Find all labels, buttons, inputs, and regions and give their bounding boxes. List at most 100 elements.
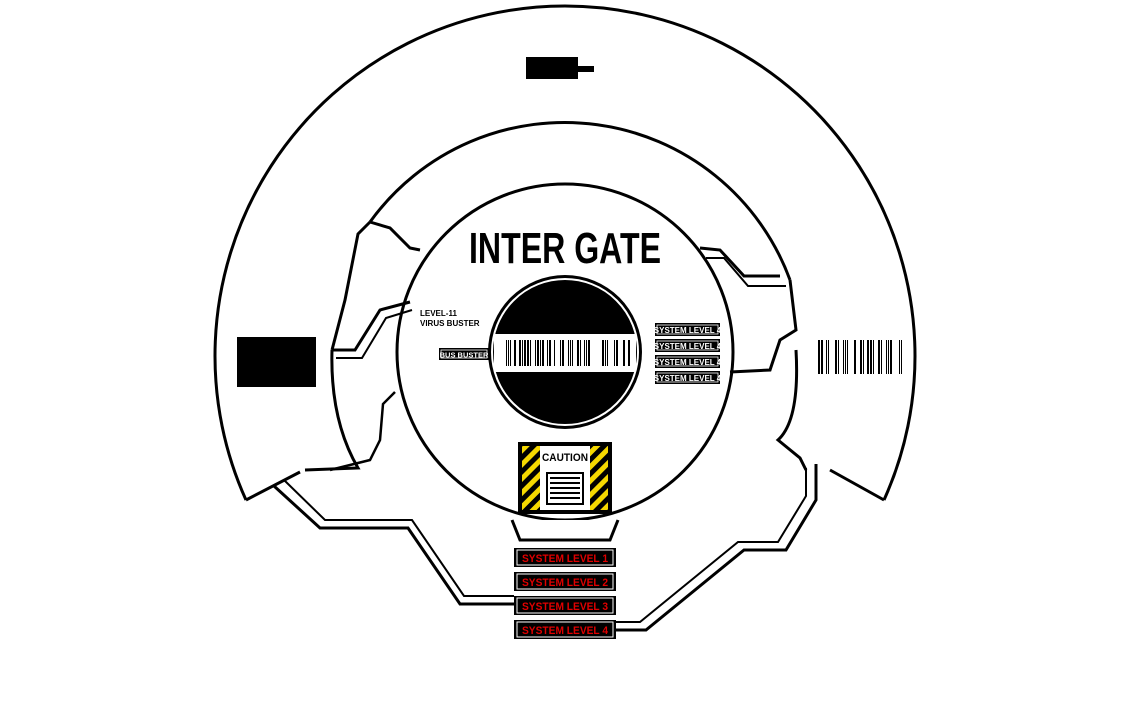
level-11-label: LEVEL-11 [420, 309, 457, 318]
caution-panel-line [550, 482, 580, 484]
trace-left-upper [332, 300, 411, 352]
core-barcode-bg [494, 334, 636, 372]
right-system-level-tags: SYSTEM LEVEL 4 SYSTEM LEVEL 4 SYSTEM LEV… [654, 323, 722, 384]
virus-buster-label: VIRUS BUSTER [420, 319, 480, 328]
right-tag-2: SYSTEM LEVEL 4 [654, 342, 722, 351]
trace-left-1 [272, 484, 514, 606]
barcode-bar [514, 340, 516, 366]
barcode-bar [886, 340, 887, 374]
trace-right-upper [699, 246, 780, 278]
caution-door: CAUTION [518, 442, 612, 514]
barcode-bar [863, 340, 864, 374]
right-tag-1: SYSTEM LEVEL 4 [654, 326, 722, 335]
barcode-bar [527, 340, 529, 366]
barcode-bar [530, 340, 531, 366]
trace-left-upper-2 [336, 309, 413, 359]
barcode-bar [616, 340, 618, 366]
core-barcode [506, 340, 630, 366]
left-block [237, 337, 316, 387]
barcode-bar [584, 340, 585, 366]
outer-ring-right-edge [829, 468, 885, 502]
barcode-bar [901, 340, 902, 374]
inner-exit [510, 519, 620, 542]
barcode-bar [537, 340, 539, 366]
barcode-bar [881, 340, 882, 374]
right-tag-3: SYSTEM LEVEL 4 [654, 358, 722, 367]
barcode-bar [549, 340, 551, 366]
barcode-bar [826, 340, 827, 374]
barcode-bar [562, 340, 564, 366]
barcode-bar [873, 340, 874, 374]
barcode-bar [554, 340, 555, 366]
barcode-bar [602, 340, 604, 366]
barcode-bar [860, 340, 862, 374]
barcode-bar [605, 340, 606, 366]
barcode-bar [870, 340, 872, 374]
caution-panel-lines [550, 477, 580, 499]
barcode-bar [572, 340, 573, 366]
barcode-bar [845, 340, 846, 374]
caution-panel-line [550, 497, 580, 499]
barcode-bar [580, 340, 581, 366]
barcode-bar [547, 340, 548, 366]
caution-panel-line [550, 477, 580, 479]
system-level-stack: SYSTEM LEVEL 1 SYSTEM LEVEL 2 SYSTEM LEV… [514, 548, 616, 639]
barcode-bar [821, 340, 823, 374]
barcode-bar [607, 340, 608, 366]
barcode-bar [628, 340, 630, 366]
barcode-bar [890, 340, 892, 374]
barcode-bar [614, 340, 615, 366]
barcode-bar [847, 340, 848, 374]
barcode-bar [519, 340, 521, 366]
outer-ring [213, 4, 917, 501]
trace-right-1 [616, 464, 818, 632]
middle-ring-right [729, 279, 808, 471]
trace-right-upper-2 [706, 257, 786, 287]
barcode-bar [854, 340, 856, 374]
barcode-bar [843, 340, 844, 374]
caution-label: CAUTION [542, 452, 588, 464]
barcode-bar [522, 340, 523, 366]
barcode-bar [828, 340, 829, 374]
barcode-bar [899, 340, 900, 374]
barcode-bar [524, 340, 526, 366]
system-level-1: SYSTEM LEVEL 1 [522, 553, 608, 565]
right-tag-4: SYSTEM LEVEL 4 [654, 374, 722, 383]
top-connector-block [526, 57, 578, 79]
barcode-bar [506, 340, 507, 366]
barcode-bar [818, 340, 820, 374]
system-level-2: SYSTEM LEVEL 2 [522, 577, 608, 589]
barcode-bar [888, 340, 889, 374]
bus-buster-label: BUS BUSTER [440, 351, 489, 360]
caution-panel-line [550, 492, 580, 494]
barcode-bar [867, 340, 869, 374]
barcode-bar [623, 340, 625, 366]
barcode-bar [508, 340, 509, 366]
outer-ring-inner-edge [245, 470, 301, 502]
barcode-bar [835, 340, 837, 374]
right-barcode [818, 340, 902, 374]
bus-buster-tag-border [440, 349, 488, 359]
barcode-bar [577, 340, 579, 366]
barcode-bar [586, 340, 587, 366]
barcode-bar [588, 340, 590, 366]
middle-ring-top [368, 120, 792, 281]
trace-right-2 [616, 468, 807, 623]
core-inner-ring [491, 278, 639, 426]
top-connector-pin [576, 66, 594, 72]
inner-left-bracket [329, 391, 396, 472]
barcode-bar [838, 340, 839, 374]
barcode-bar [540, 340, 541, 366]
barcode-bar [878, 340, 880, 374]
system-level-3: SYSTEM LEVEL 3 [522, 601, 608, 613]
page-title: INTER GATE [469, 224, 661, 273]
barcode-bar [570, 340, 571, 366]
trace-left-2 [283, 479, 514, 597]
barcode-bar [560, 340, 561, 366]
middle-ring-left [330, 220, 421, 351]
barcode-bar [542, 340, 544, 366]
bus-buster-tag-bg [439, 348, 489, 360]
system-level-4: SYSTEM LEVEL 4 [522, 625, 609, 637]
barcode-bar [568, 340, 569, 366]
